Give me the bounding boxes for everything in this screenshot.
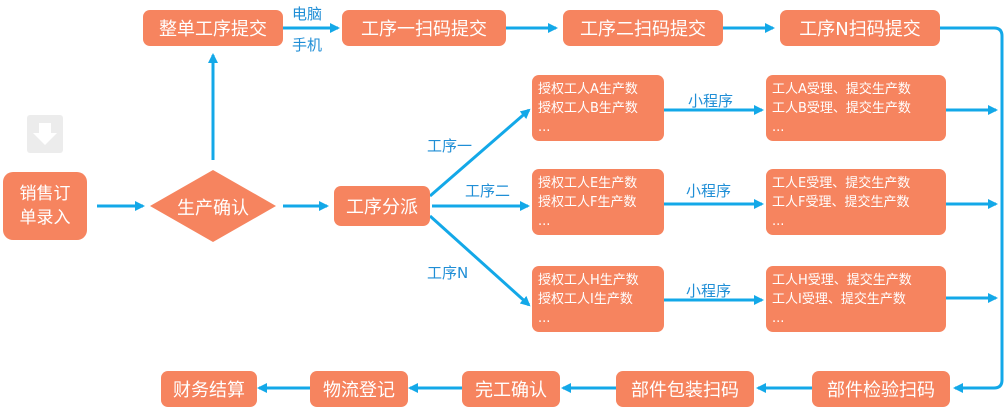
proc1-scan-node: 工序一扫码提交 — [342, 10, 506, 46]
procN-scan-node: 工序N扫码提交 — [780, 10, 940, 46]
proc2-label: 工序二 — [465, 182, 511, 200]
download-icon — [27, 115, 63, 153]
mini-program-label-3: 小程序 — [686, 282, 732, 300]
order-entry-line1: 销售订 — [19, 184, 71, 204]
accept-group-3-line3: ... — [772, 310, 785, 326]
auth-group-3-line2: 授权工人I生产数 — [538, 291, 633, 307]
logistics-node: 物流登记 — [310, 371, 408, 407]
auth-group-1-line2: 授权工人B生产数 — [538, 100, 638, 116]
accept-group-2-line3: ... — [772, 213, 785, 229]
auth-group-3-line3: ... — [538, 310, 551, 326]
settlement-node: 财务结算 — [161, 371, 257, 407]
accept-group-2-line2: 工人F受理、提交生产数 — [772, 194, 910, 210]
auth-group-1-line1: 授权工人A生产数 — [538, 81, 638, 97]
whole-order-submit-node: 整单工序提交 — [143, 10, 283, 46]
auth-group-2-line2: 授权工人F生产数 — [538, 194, 637, 210]
production-confirm-diamond — [150, 170, 276, 242]
production-confirm-label: 生产确认 — [177, 198, 249, 219]
order-entry-node: 销售订 单录入 — [3, 172, 87, 240]
pc-label: 电脑 — [292, 5, 323, 23]
arrow-dispatch-to-auth-h — [428, 214, 531, 307]
procN-label: 工序N — [427, 264, 469, 282]
package-scan-node: 部件包装扫码 — [616, 371, 754, 407]
mobile-label: 手机 — [292, 36, 323, 54]
accept-group-2: 工人E受理、提交生产数 工人F受理、提交生产数 ... — [766, 169, 946, 235]
arrow-right-loop — [940, 26, 1004, 393]
auth-group-3: 授权工人H生产数 授权工人I生产数 ... — [532, 266, 664, 332]
auth-group-2: 授权工人E生产数 授权工人F生产数 ... — [532, 169, 664, 235]
order-entry-line2: 单录入 — [19, 208, 71, 228]
auth-group-2-line1: 授权工人E生产数 — [538, 175, 638, 191]
arrow-dispatch-to-auth-a — [429, 108, 531, 198]
mini-program-label-2: 小程序 — [686, 182, 732, 200]
auth-group-1: 授权工人A生产数 授权工人B生产数 ... — [532, 75, 664, 141]
accept-group-1: 工人A受理、提交生产数 工人B受理、提交生产数 ... — [766, 75, 946, 141]
dispatch-node: 工序分派 — [334, 186, 430, 226]
accept-group-3-line1: 工人H受理、提交生产数 — [772, 272, 912, 288]
proc2-scan-node: 工序二扫码提交 — [563, 10, 723, 46]
accept-group-1-line1: 工人A受理、提交生产数 — [772, 81, 911, 97]
auth-group-2-line3: ... — [538, 213, 551, 229]
proc1-label: 工序一 — [427, 137, 473, 155]
complete-confirm-node: 完工确认 — [462, 371, 560, 407]
accept-group-1-line2: 工人B受理、提交生产数 — [772, 100, 911, 116]
accept-group-1-line3: ... — [772, 119, 785, 135]
accept-group-3: 工人H受理、提交生产数 工人I受理、提交生产数 ... — [766, 266, 946, 332]
mini-program-label-1: 小程序 — [688, 92, 734, 110]
auth-group-1-line3: ... — [538, 119, 551, 135]
accept-group-2-line1: 工人E受理、提交生产数 — [772, 175, 911, 191]
auth-group-3-line1: 授权工人H生产数 — [538, 272, 639, 288]
accept-group-3-line2: 工人I受理、提交生产数 — [772, 291, 906, 307]
inspect-scan-node: 部件检验扫码 — [812, 371, 950, 407]
